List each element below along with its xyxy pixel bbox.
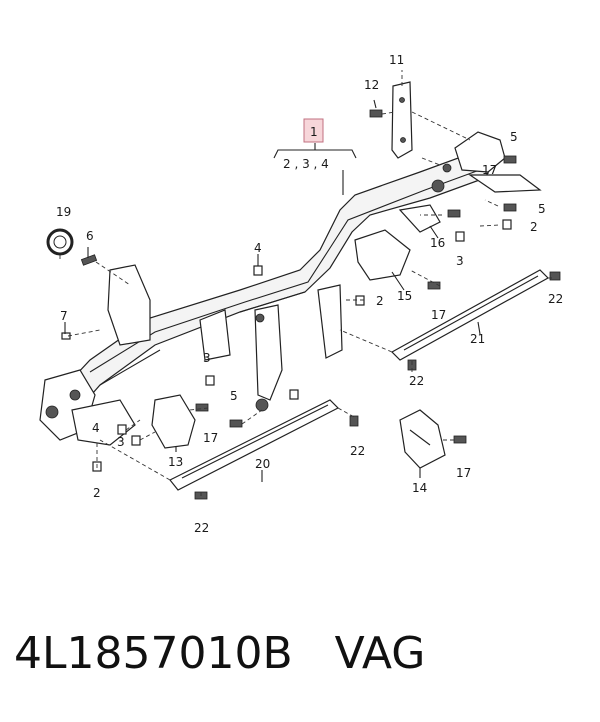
callout-5a: 5 [510,130,518,144]
callout-20: 20 [255,457,270,471]
callout-2b: 2 [376,294,384,308]
callout-17a: 17 [482,163,497,177]
callout-labels: 1 2 , 3 , 4 11 12 5 17 5 2 16 3 15 17 22… [56,53,563,535]
callout-11: 11 [389,53,404,67]
callout-7: 7 [60,309,68,323]
leader-lines [59,70,553,496]
callout-16: 16 [430,236,445,250]
right-brace-21 [391,269,549,361]
seal-ring-19 [46,228,74,256]
callout-19: 19 [56,205,71,219]
callout-3b: 3 [203,351,211,365]
callout-17d: 17 [456,466,471,480]
part-number-caption: 4L1857010B VAG [14,628,426,679]
label-leaders [64,99,481,482]
right-mount-bracket [431,131,542,193]
callout-2a: 2 [530,220,538,234]
callout-4b: 4 [92,421,100,435]
callout-5b: 5 [538,202,546,216]
callout-13: 13 [168,455,183,469]
callout-22c: 22 [350,444,365,458]
bolts [61,109,561,500]
callout-22b: 22 [409,374,424,388]
callout-15: 15 [397,289,412,303]
center-supports [199,284,343,412]
callout-1: 1 [310,125,318,139]
bracket-15 [354,229,411,281]
vertical-bracket-11 [391,81,413,159]
callout-21: 21 [470,332,485,346]
callout-2c: 2 [93,486,101,500]
callout-14: 14 [412,481,427,495]
callout-17c: 17 [203,431,218,445]
bracket-16 [398,204,441,233]
callout-5c: 5 [230,389,238,403]
clips [92,219,512,472]
callout-22a: 22 [548,292,563,306]
callout-3c: 3 [117,435,125,449]
callout-6: 6 [86,229,94,243]
callout-22d: 22 [194,521,209,535]
left-end-bracket [39,264,151,446]
callout-3a: 3 [456,254,464,268]
callout-4a: 4 [254,241,262,255]
callout-17b: 17 [431,308,446,322]
bracket-14 [399,409,446,469]
lower-brace-20 [169,399,340,491]
callout-12: 12 [364,78,379,92]
exploded-parts-diagram: 1 2 , 3 , 4 11 12 5 17 5 2 16 3 15 17 22… [39,53,563,535]
callout-2-3-4: 2 , 3 , 4 [283,157,329,171]
bracket-13 [151,394,196,449]
callout-1-highlight [303,118,324,143]
